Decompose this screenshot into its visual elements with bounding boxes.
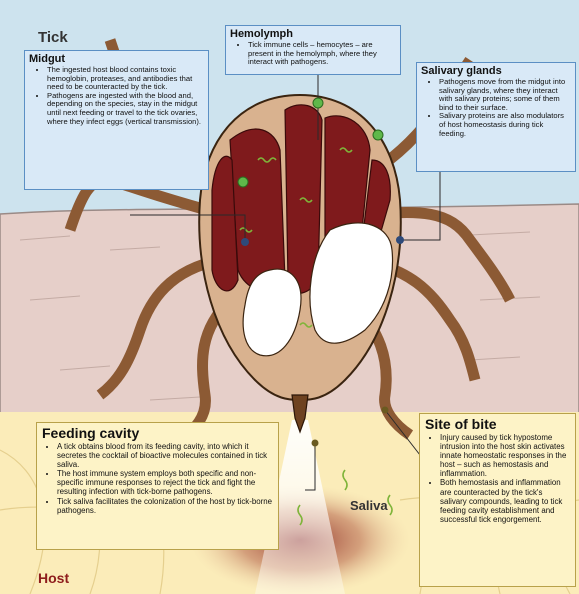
site-of-bite-callout: Site of bite Injury caused by tick hypos… [419, 413, 576, 587]
midgut-list: The ingested host blood contains toxic h… [25, 66, 208, 126]
site-of-bite-list: Injury caused by tick hypostome intrusio… [420, 433, 575, 524]
feeding-cavity-list: A tick obtains blood from its feeding ca… [37, 442, 278, 515]
midgut-item: Pathogens are ingested with the blood an… [47, 92, 204, 126]
midgut-title: Midgut [25, 51, 208, 65]
site-of-bite-item: Both hemostasis and inflammation are cou… [440, 478, 571, 523]
feeding-cavity-item: The host immune system employs both spec… [57, 469, 274, 496]
feeding-cavity-item: A tick obtains blood from its feeding ca… [57, 442, 274, 469]
feeding-cavity-title: Feeding cavity [37, 423, 278, 441]
site-of-bite-item: Injury caused by tick hypostome intrusio… [440, 433, 571, 478]
hemolymph-title: Hemolymph [226, 26, 400, 40]
saliva-label: Saliva [350, 498, 388, 513]
salivary-glands-item: Salivary proteins are also modulators of… [439, 112, 571, 138]
feeding-cavity-item: Tick saliva facilitates the colonization… [57, 497, 274, 515]
salivary-glands-callout: Salivary glands Pathogens move from the … [416, 62, 576, 172]
hemolymph-item: Tick immune cells – hemocytes – are pres… [248, 41, 396, 67]
salivary-glands-list: Pathogens move from the midgut into sali… [417, 78, 575, 138]
feeding-cavity-callout: Feeding cavity A tick obtains blood from… [36, 422, 279, 550]
midgut-item: The ingested host blood contains toxic h… [47, 66, 204, 92]
host-region-label: Host [38, 570, 69, 586]
site-of-bite-title: Site of bite [420, 414, 575, 432]
salivary-glands-item: Pathogens move from the midgut into sali… [439, 78, 571, 112]
hemolymph-list: Tick immune cells – hemocytes – are pres… [226, 41, 400, 67]
tick-region-label: Tick [38, 29, 68, 46]
hemolymph-callout: Hemolymph Tick immune cells – hemocytes … [225, 25, 401, 75]
salivary-glands-title: Salivary glands [417, 63, 575, 77]
midgut-callout: Midgut The ingested host blood contains … [24, 50, 209, 190]
